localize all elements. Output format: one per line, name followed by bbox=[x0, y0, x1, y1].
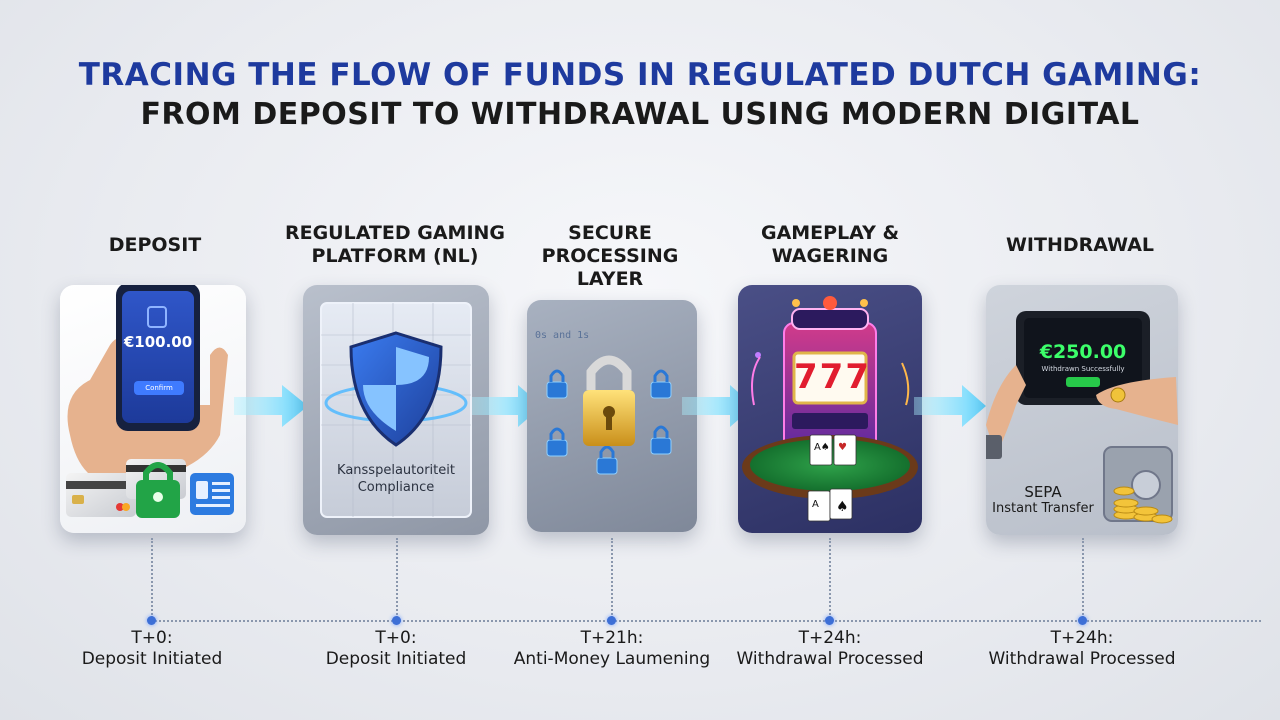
gameplay-illustration: A♠ ♥ A ♠ bbox=[742, 296, 918, 522]
platform-illustration bbox=[320, 302, 472, 518]
phone-amount: €100.00 bbox=[123, 333, 193, 351]
padlock-icon bbox=[586, 355, 632, 390]
compliance-caption-line1: Kansspelautoriteit bbox=[337, 463, 455, 478]
timeline-time-3: T+21h: bbox=[580, 628, 644, 648]
timeline-time-1: T+0: bbox=[131, 628, 173, 648]
timeline-dot-4 bbox=[825, 616, 834, 625]
flow-arrow-1 bbox=[234, 385, 308, 427]
timeline-event-2: Deposit Initiated bbox=[325, 649, 467, 669]
stage-label-deposit: DEPOSIT bbox=[108, 234, 202, 256]
deposit-illustration bbox=[66, 285, 234, 518]
transfer-line1: SEPA bbox=[1024, 483, 1062, 501]
processing-illustration bbox=[546, 355, 672, 475]
tablet-amount: €250.00 bbox=[1039, 341, 1127, 363]
flow-arrow-4 bbox=[914, 385, 986, 427]
timeline-label-3: T+21h: Anti-Money Laumening bbox=[502, 628, 722, 670]
slot-reels: 777 bbox=[794, 357, 871, 397]
timeline-label-4: T+24h: Withdrawal Processed bbox=[720, 628, 940, 670]
timeline-event-3: Anti-Money Laumening bbox=[513, 649, 711, 669]
timeline-event-5: Withdrawal Processed bbox=[988, 649, 1176, 669]
timeline-time-4: T+24h: bbox=[798, 628, 862, 648]
flow-arrow-3 bbox=[682, 385, 754, 427]
timeline-axis bbox=[151, 620, 1261, 622]
timeline-connector-2 bbox=[396, 538, 398, 618]
withdrawal-card: €250.00 Withdrawn Successfully SEPA Inst… bbox=[986, 285, 1178, 535]
timeline-event-1: Deposit Initiated bbox=[81, 649, 223, 669]
timeline-time-2: T+0: bbox=[375, 628, 417, 648]
coins-icon bbox=[1113, 486, 1173, 524]
svg-text:♠: ♠ bbox=[836, 499, 849, 515]
timeline-connector-4 bbox=[829, 538, 831, 618]
timeline-label-2: T+0: Deposit Initiated bbox=[286, 628, 506, 670]
timeline-connector-5 bbox=[1082, 538, 1084, 618]
timeline-dot-1 bbox=[147, 616, 156, 625]
timeline-dot-5 bbox=[1078, 616, 1087, 625]
timeline-event-4: Withdrawal Processed bbox=[736, 649, 924, 669]
tablet-status: Withdrawn Successfully bbox=[1041, 365, 1125, 373]
stage-label-gameplay: GAMEPLAY & WAGERING bbox=[760, 222, 900, 267]
stage-label-withdrawal: WITHDRAWAL bbox=[1005, 234, 1155, 256]
flow-arrow-2 bbox=[472, 385, 542, 427]
binary-text: 0s and 1s bbox=[535, 330, 590, 341]
timeline-connector-1 bbox=[151, 538, 153, 618]
timeline-dot-2 bbox=[392, 616, 401, 625]
svg-text:A♠: A♠ bbox=[814, 442, 830, 453]
gameplay-card: A♠ ♥ A ♠ 777 bbox=[738, 285, 922, 533]
svg-text:♥: ♥ bbox=[838, 442, 847, 453]
platform-card: Kansspelautoriteit Compliance bbox=[303, 285, 489, 535]
timeline-connector-3 bbox=[611, 538, 613, 618]
svg-text:A: A bbox=[812, 499, 819, 510]
timeline-time-5: T+24h: bbox=[1050, 628, 1114, 648]
transfer-line2: Instant Transfer bbox=[992, 501, 1094, 516]
processing-card: 0s and 1s bbox=[527, 300, 697, 532]
timeline-label-5: T+24h: Withdrawal Processed bbox=[972, 628, 1192, 670]
stage-label-platform: REGULATED GAMING PLATFORM (NL) bbox=[284, 222, 506, 267]
playing-card-icon bbox=[809, 434, 833, 466]
timeline-dot-3 bbox=[607, 616, 616, 625]
deposit-card: €100.00 Confirm bbox=[60, 285, 246, 533]
confirm-button[interactable]: Confirm bbox=[145, 384, 173, 392]
withdrawal-illustration bbox=[986, 311, 1178, 524]
page-title-line1: TRACING THE FLOW OF FUNDS IN REGULATED D… bbox=[78, 57, 1202, 93]
compliance-caption-line2: Compliance bbox=[357, 480, 435, 495]
stage-label-processing: SECURE PROCESSING LAYER bbox=[541, 222, 679, 290]
timeline-label-1: T+0: Deposit Initiated bbox=[42, 628, 262, 670]
page-title-line2: FROM DEPOSIT TO WITHDRAWAL USING MODERN … bbox=[140, 97, 1140, 132]
